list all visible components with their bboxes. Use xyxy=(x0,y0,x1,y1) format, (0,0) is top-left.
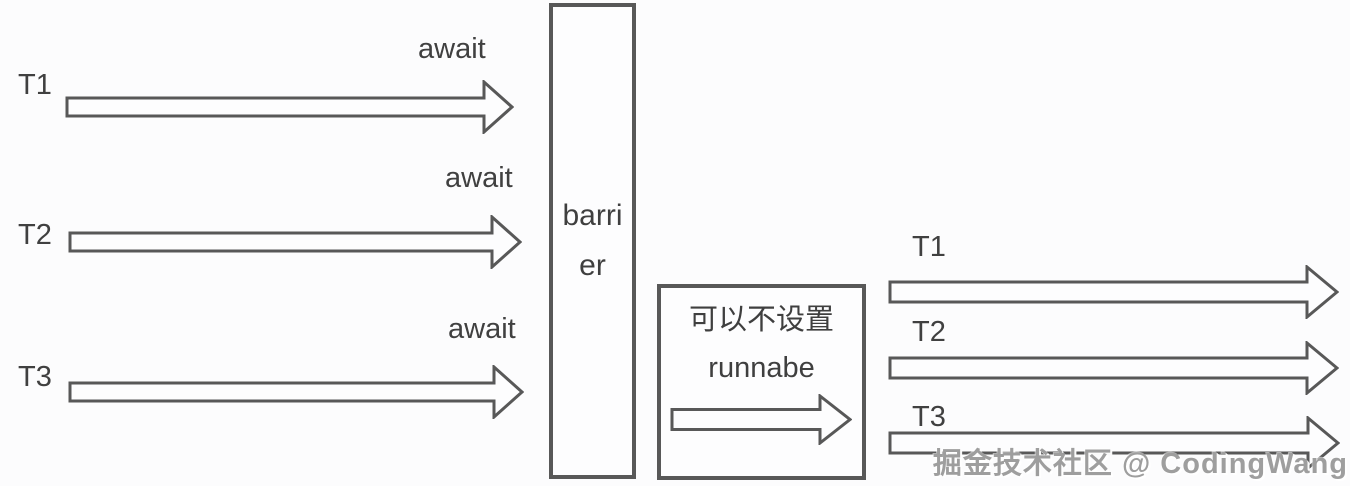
right-thread-3-label: T3 xyxy=(912,401,946,433)
right-thread-1-arrow-icon xyxy=(888,265,1339,319)
watermark-text: 掘金技术社区 @ CodingWang xyxy=(932,448,1348,480)
runnable-note-line1: 可以不设置 xyxy=(688,304,834,336)
left-thread-1-label: T1 xyxy=(18,69,52,101)
left-thread-1-arrow-icon xyxy=(65,80,514,134)
right-thread-2-arrow-icon xyxy=(888,341,1339,395)
left-thread-2-arrow-icon xyxy=(68,215,522,269)
left-thread-2-label: T2 xyxy=(18,219,52,251)
await-label-2: await xyxy=(445,162,513,194)
barrier-label: barrier xyxy=(562,199,623,282)
runnable-note-box xyxy=(657,284,866,480)
left-thread-3-arrow-icon xyxy=(68,365,524,419)
await-label-3: await xyxy=(448,313,516,345)
runnable-note-arrow-icon xyxy=(670,394,852,445)
await-label-1: await xyxy=(418,33,486,65)
runnable-note-line2: runnabe xyxy=(708,352,815,384)
right-thread-1-label: T1 xyxy=(912,231,946,263)
barrier-box: barrier xyxy=(549,3,636,479)
left-thread-3-label: T3 xyxy=(18,361,52,393)
right-thread-3-arrow-icon xyxy=(888,416,1340,470)
right-thread-2-label: T2 xyxy=(912,316,946,348)
